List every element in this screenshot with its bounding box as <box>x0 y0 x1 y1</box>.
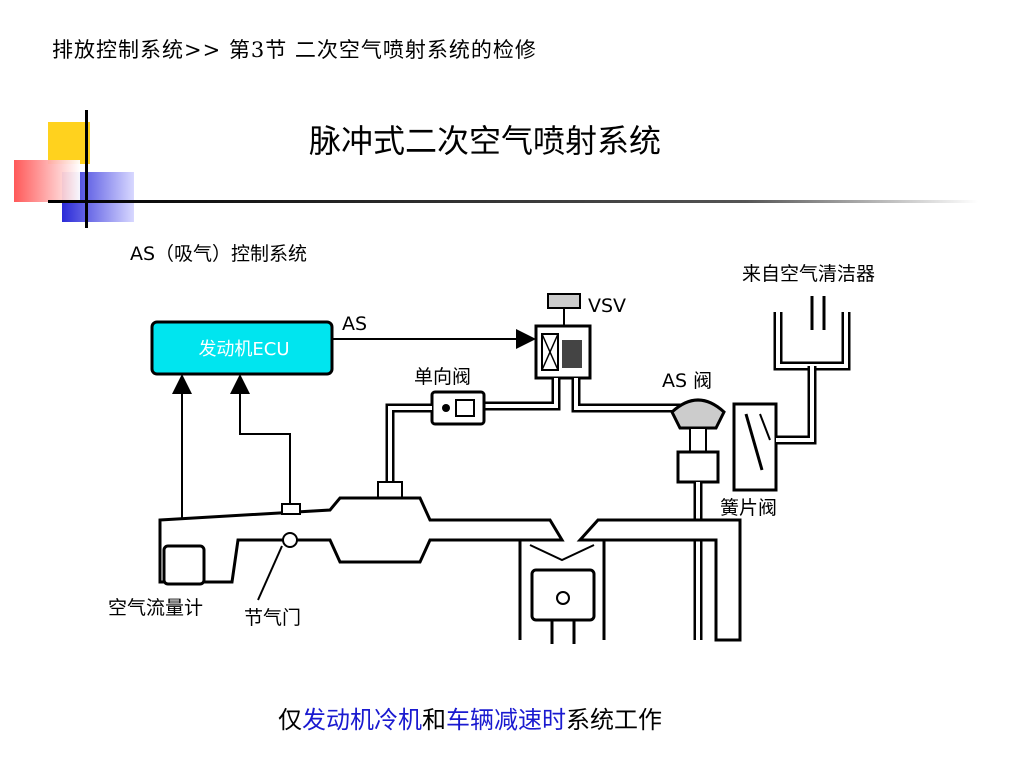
throttle-label: 节气门 <box>244 607 301 629</box>
check-valve-to-intake-pipe <box>385 403 432 484</box>
footer-highlight-cold-engine: 发动机冷机 <box>302 706 422 734</box>
footer-caption: 仅发动机冷机和车辆减速时系统工作 <box>0 700 940 735</box>
airflow-meter-label: 空气流量计 <box>108 597 203 619</box>
as-valve <box>670 398 726 430</box>
from-air-cleaner-label: 来自空气清洁器 <box>742 263 875 285</box>
horizontal-rule <box>48 200 978 203</box>
check-valve-label: 单向阀 <box>414 366 471 388</box>
system-label: AS（吸气）控制系统 <box>130 243 307 265</box>
footer-prefix: 仅 <box>278 706 302 734</box>
vertical-rule <box>85 110 88 228</box>
throttle-valve <box>282 532 298 548</box>
vsv-to-check-valve-pipe <box>484 378 561 411</box>
air-cleaner-inlet <box>810 296 826 330</box>
intake-manifold <box>158 496 565 584</box>
throttle-signal-arrow <box>230 374 291 508</box>
secondary-air-diagram: AS（吸气）控制系统 来自空气清洁器 VSV AS 单向阀 AS 阀 簧片阀 空… <box>108 243 875 644</box>
check-valve <box>430 390 486 426</box>
vsv-label: VSV <box>588 295 626 317</box>
reed-valve-label: 簧片阀 <box>720 497 777 519</box>
footer-suffix: 系统工作 <box>566 706 662 734</box>
engine-ecu-label: 发动机ECU <box>198 339 289 360</box>
cylinder <box>518 540 606 640</box>
footer-highlight-deceleration: 车辆减速时 <box>446 706 566 734</box>
title-decoration <box>14 110 978 228</box>
combustion-chamber <box>529 544 595 562</box>
airflow-meter <box>162 544 206 586</box>
connecting-rod <box>550 620 576 644</box>
as-valve-label: AS 阀 <box>662 370 712 392</box>
breadcrumb: 排放控制系统>> 第3节 二次空气喷射系统的检修 <box>52 38 537 62</box>
vsv-connector <box>547 293 581 309</box>
yellow-square <box>48 122 90 164</box>
page-title: 脉冲式二次空气喷射系统 <box>308 122 661 160</box>
red-square <box>14 160 80 202</box>
air-cleaner-pipe <box>776 366 817 445</box>
exhaust-manifold <box>576 518 742 642</box>
footer-middle: 和 <box>422 706 446 734</box>
as-signal-label: AS <box>342 313 367 335</box>
